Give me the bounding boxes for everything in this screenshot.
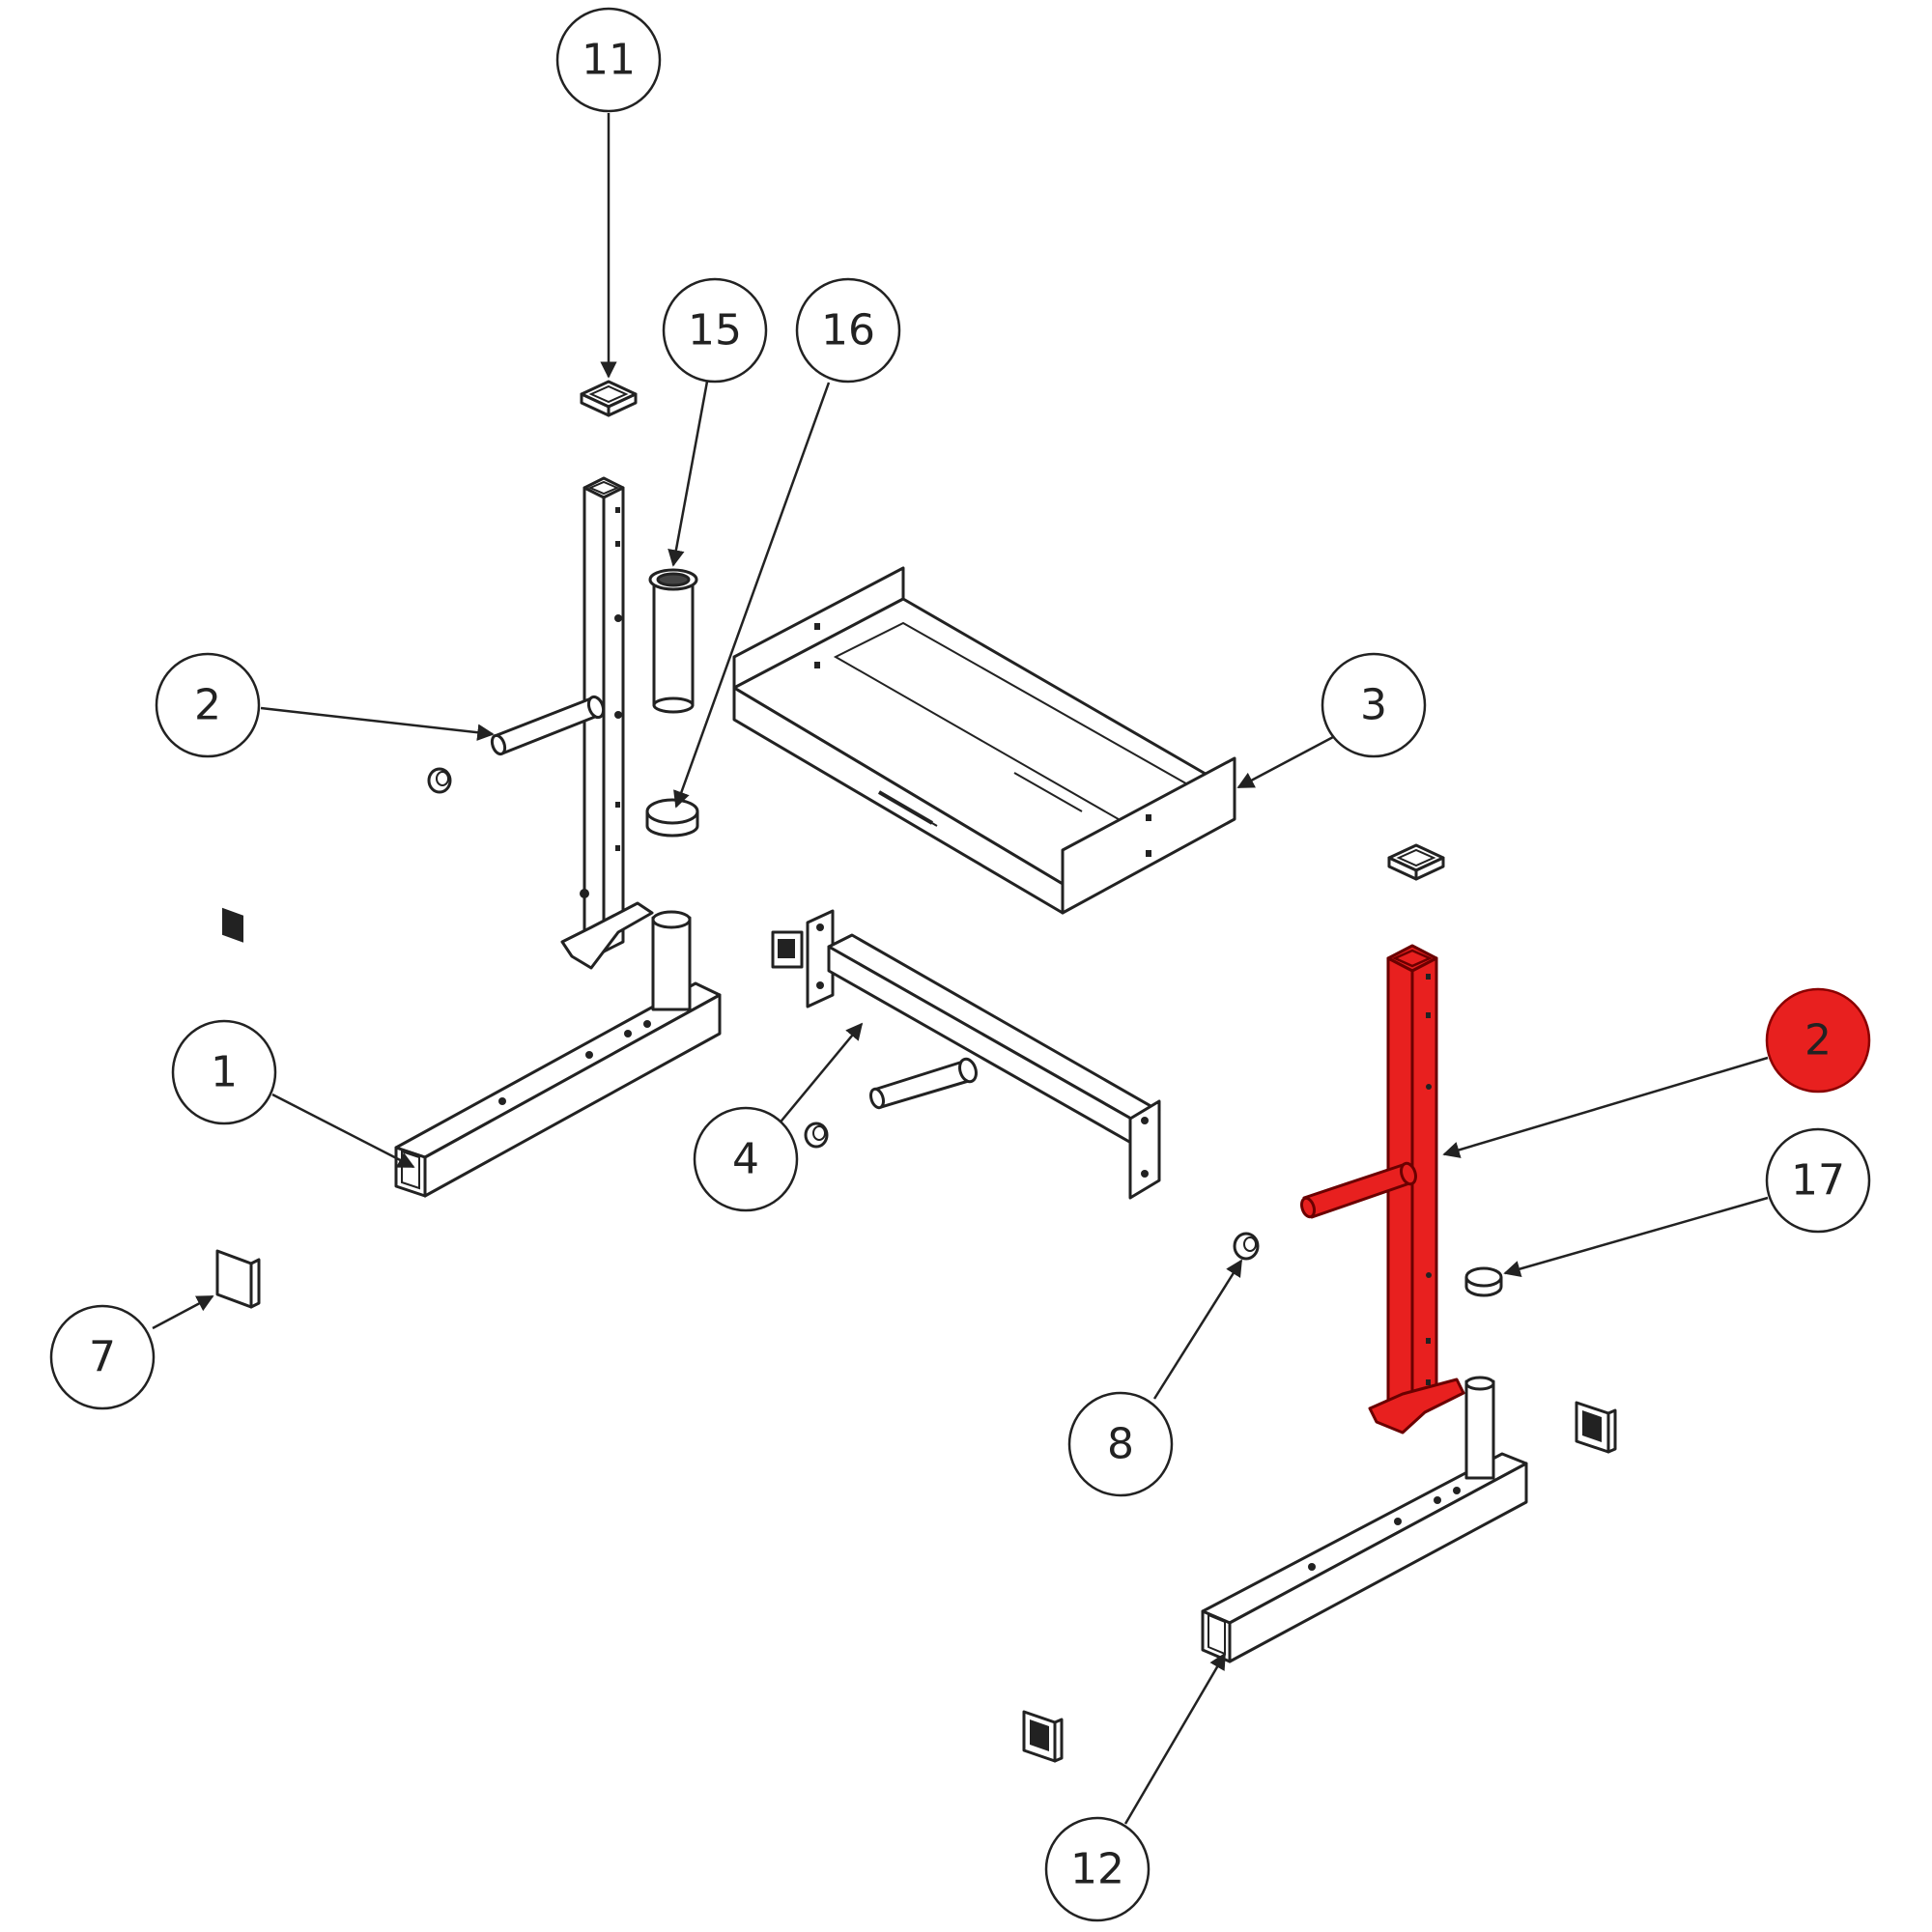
leader-7: [152, 1294, 214, 1330]
collar-part-8: [1233, 1232, 1260, 1261]
callout-4: 4: [693, 1106, 799, 1212]
callout-label: 8: [1107, 1420, 1134, 1469]
callout-17: 17: [1765, 1127, 1871, 1234]
leader-12: [1123, 1652, 1227, 1825]
leader-1: [271, 1093, 415, 1169]
end-cap-part-11: [580, 380, 638, 417]
callout-2b: 2: [1765, 987, 1871, 1094]
sleeve-part-15: [648, 568, 698, 714]
right-upright-highlighted-part-2: [1300, 944, 1465, 1435]
crossbar-part-4: [771, 909, 1161, 1200]
callout-circle: [155, 652, 261, 758]
callout-circle: [795, 277, 901, 384]
right-base-part-12: [1201, 1376, 1528, 1663]
callout-label: 12: [1070, 1845, 1124, 1894]
callout-2a: 2: [155, 652, 261, 758]
callout-circle: [555, 7, 662, 113]
callout-circle: [1067, 1391, 1174, 1497]
leader-16: [673, 382, 831, 809]
callout-label: 3: [1360, 681, 1387, 730]
callout-circle: [693, 1106, 799, 1212]
left-base-part-1: [394, 910, 722, 1198]
callout-circle: [49, 1304, 156, 1410]
callout-circle: [1321, 652, 1427, 758]
callout-12: 12: [1044, 1816, 1151, 1922]
cap-part-17: [1464, 1266, 1503, 1297]
callout-balloons: 11 15 16 2 3 1 4 2 17 7 8 12: [49, 7, 1871, 1922]
callout-1: 1: [171, 1019, 277, 1125]
leader-2-right: [1442, 1056, 1769, 1158]
callout-label: 2: [194, 681, 221, 730]
callout-label: 4: [732, 1135, 759, 1184]
leader-17: [1503, 1196, 1769, 1278]
callout-15: 15: [662, 277, 768, 384]
leader-3: [1236, 735, 1334, 789]
callout-circle: [1044, 1816, 1151, 1922]
callout-16: 16: [795, 277, 901, 384]
callout-circle: [1765, 1127, 1871, 1234]
shelf-part-3: [732, 566, 1236, 915]
right-end-cap: [1575, 1401, 1617, 1454]
left-upright-post: [560, 476, 654, 970]
callout-circle: [662, 277, 768, 384]
callout-label: 1: [211, 1048, 238, 1097]
callout-8: 8: [1067, 1391, 1174, 1497]
callout-label: 16: [821, 306, 875, 355]
leader-4: [777, 1022, 864, 1126]
right-top-cap: [1387, 843, 1445, 881]
callout-circle: [1765, 987, 1871, 1094]
callout-circle: [171, 1019, 277, 1125]
left-pin-part-2: [427, 695, 606, 794]
callout-label: 2: [1804, 1016, 1832, 1065]
leader-15: [668, 381, 709, 567]
leader-lines: [152, 113, 1769, 1825]
leader-8: [1152, 1259, 1243, 1400]
leader-2-left: [260, 706, 495, 741]
callout-label: 17: [1791, 1156, 1845, 1206]
bottom-end-cap: [1022, 1710, 1064, 1763]
callout-label: 15: [688, 306, 742, 355]
callout-label: 7: [89, 1333, 116, 1382]
end-cap-part-7: [215, 907, 261, 1309]
callout-11: 11: [555, 7, 662, 113]
cap-part-16: [645, 798, 699, 838]
callout-7: 7: [49, 1304, 156, 1410]
callout-label: 11: [582, 36, 636, 85]
callout-3: 3: [1321, 652, 1427, 758]
